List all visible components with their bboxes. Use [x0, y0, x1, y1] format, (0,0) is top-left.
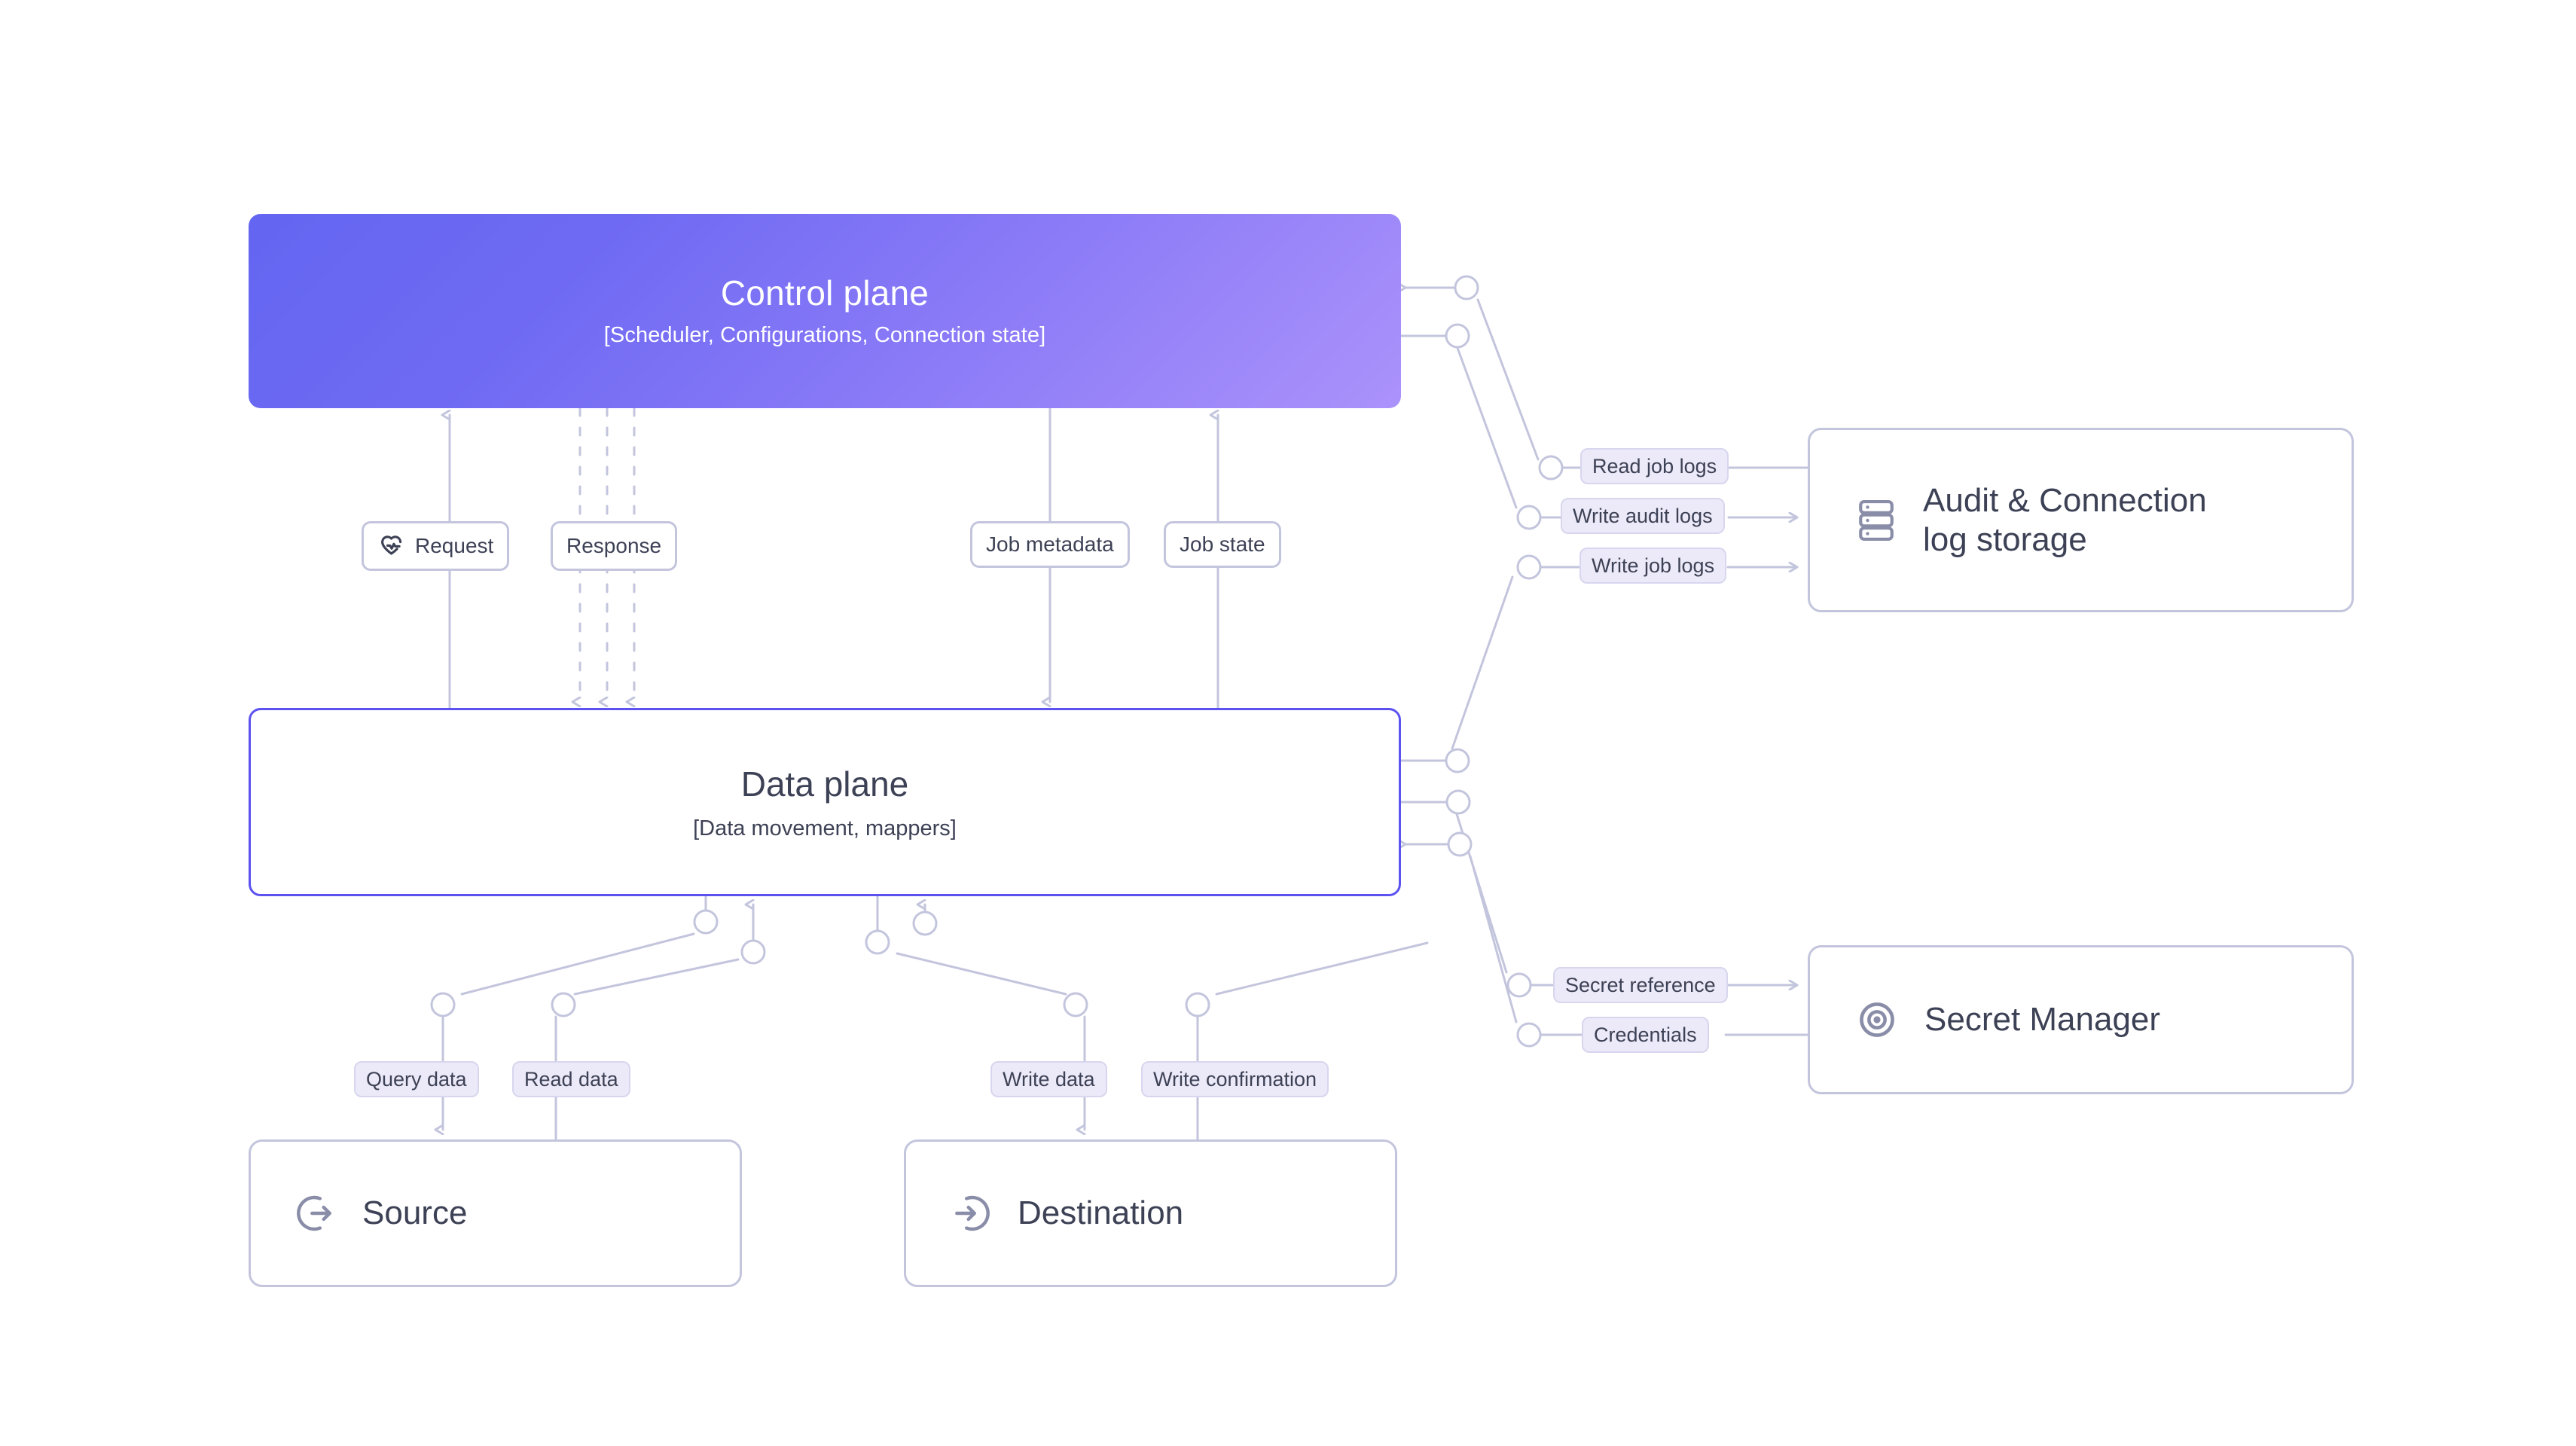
- wire-write-data-b: [896, 952, 1067, 996]
- control-plane-title: Control plane: [720, 273, 929, 313]
- junction-write-job-logs-lbl: [1516, 554, 1542, 580]
- wire-read-job-logs-b: [1476, 298, 1540, 461]
- secret-manager-node[interactable]: Secret Manager: [1808, 945, 2354, 1094]
- edge-label-write-job-logs-text: Write job logs: [1592, 554, 1715, 577]
- junction-query-data-lbl: [430, 992, 456, 1017]
- junction-write-job-logs-dp: [1445, 748, 1470, 773]
- heart-pulse-icon: [377, 532, 404, 560]
- secret-manager-label: Secret Manager: [1924, 1001, 2161, 1039]
- data-plane-subtitle: [Data movement, mappers]: [693, 816, 957, 840]
- edge-label-write-job-logs[interactable]: Write job logs: [1579, 548, 1727, 584]
- junction-write-data-dp: [865, 929, 890, 955]
- junction-credentials-lbl: [1516, 1022, 1542, 1048]
- edge-label-request[interactable]: Request: [362, 521, 510, 571]
- edge-label-secret-reference[interactable]: Secret reference: [1553, 967, 1728, 1003]
- edge-label-secret-reference-text: Secret reference: [1565, 973, 1716, 996]
- edge-label-credentials-text: Credentials: [1594, 1023, 1697, 1046]
- wire-write-audit-logs-b: [1456, 346, 1518, 509]
- destination-node[interactable]: Destination: [904, 1139, 1397, 1287]
- junction-write-confirmation-dp: [912, 911, 938, 936]
- junction-query-data-dp: [693, 909, 719, 935]
- edge-label-response-text: Response: [566, 534, 662, 557]
- edge-label-job-metadata[interactable]: Job metadata: [970, 521, 1130, 568]
- edge-label-job-state-text: Job state: [1180, 532, 1265, 556]
- edge-label-request-text: Request: [415, 534, 494, 557]
- junction-secret-reference-lbl: [1506, 972, 1532, 998]
- arrow-out-circle-icon: [295, 1192, 337, 1234]
- edge-label-write-data[interactable]: Write data: [990, 1061, 1107, 1097]
- data-plane-title: Data plane: [740, 764, 909, 804]
- edge-label-read-job-logs[interactable]: Read job logs: [1580, 448, 1729, 484]
- edge-label-read-job-logs-text: Read job logs: [1592, 454, 1717, 477]
- edge-label-query-data[interactable]: Query data: [354, 1061, 479, 1097]
- wire-credentials-b: [1469, 855, 1518, 1023]
- junction-secret-reference-dp: [1445, 789, 1471, 815]
- edge-label-write-confirmation-text: Write confirmation: [1153, 1067, 1317, 1091]
- target-eye-icon: [1855, 998, 1899, 1042]
- junction-credentials-dp: [1447, 831, 1473, 857]
- junction-write-data-lbl: [1063, 992, 1088, 1017]
- edge-label-write-audit-logs[interactable]: Write audit logs: [1561, 498, 1725, 534]
- control-plane-subtitle: [Scheduler, Configurations, Connection s…: [603, 322, 1046, 347]
- control-plane-node[interactable]: Control plane [Scheduler, Configurations…: [249, 214, 1401, 408]
- edge-label-job-state[interactable]: Job state: [1164, 521, 1281, 568]
- edge-label-response[interactable]: Response: [551, 521, 678, 571]
- edge-label-query-data-text: Query data: [366, 1067, 467, 1091]
- wire-query-data-b: [460, 932, 695, 996]
- source-label: Source: [362, 1194, 468, 1232]
- edge-label-read-data[interactable]: Read data: [512, 1061, 630, 1097]
- junction-read-data-lbl: [551, 992, 576, 1017]
- wire-write-job-logs-b: [1451, 575, 1514, 750]
- junction-write-audit-logs-lbl: [1516, 505, 1542, 530]
- data-plane-node[interactable]: Data plane [Data movement, mappers]: [249, 708, 1401, 896]
- junction-read-job-logs-cp: [1454, 275, 1479, 300]
- arrow-in-circle-icon: [950, 1192, 992, 1234]
- wire-read-data-c: [573, 958, 740, 996]
- edge-label-credentials[interactable]: Credentials: [1582, 1017, 1709, 1053]
- source-node[interactable]: Source: [249, 1139, 742, 1287]
- junction-read-job-logs-lbl: [1538, 455, 1564, 480]
- edge-label-write-confirmation[interactable]: Write confirmation: [1141, 1061, 1329, 1097]
- junction-read-data-dp: [740, 939, 766, 965]
- server-stack-icon: [1855, 498, 1897, 543]
- junction-write-audit-logs-cp: [1445, 323, 1470, 349]
- edge-label-read-data-text: Read data: [524, 1067, 618, 1091]
- wire-secret-reference-b: [1455, 813, 1508, 974]
- edge-label-write-audit-logs-text: Write audit logs: [1573, 504, 1713, 527]
- junction-write-confirmation-lbl: [1185, 992, 1210, 1017]
- edge-label-job-metadata-text: Job metadata: [986, 532, 1114, 556]
- wire-write-confirmation-c: [1215, 941, 1429, 996]
- edge-label-write-data-text: Write data: [1003, 1067, 1095, 1091]
- destination-label: Destination: [1018, 1194, 1184, 1232]
